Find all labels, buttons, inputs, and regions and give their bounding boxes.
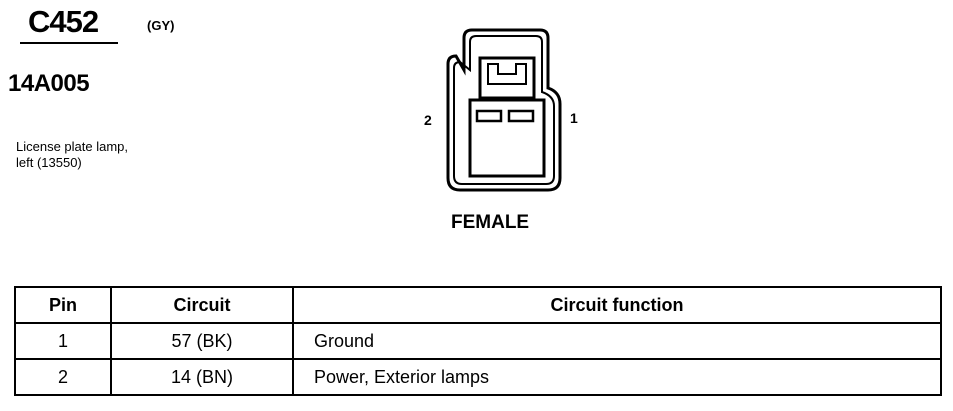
connector-description: License plate lamp, left (13550) [16, 139, 186, 171]
cell-circuit: 57 (BK) [110, 322, 294, 360]
connector-id-underline [20, 42, 118, 44]
latch-outline [478, 56, 536, 100]
housing-outline [446, 28, 562, 192]
gender-label: FEMALE [451, 212, 529, 233]
header-circuit: Circuit [110, 286, 294, 324]
cell-pin: 2 [14, 358, 112, 396]
description-line-1: License plate lamp, [16, 139, 129, 154]
description-line-2: left (13550) [16, 155, 82, 170]
table-row: 2 14 (BN) Power, Exterior lamps [14, 358, 942, 396]
terminal-body [468, 98, 546, 178]
cell-pin: 1 [14, 322, 112, 360]
connector-id: C452 [28, 4, 99, 39]
latch-tab [487, 63, 527, 85]
pin-2-cavity [475, 109, 503, 123]
connector-face-diagram: 2 1 FEMALE [420, 20, 590, 245]
cell-circuit-function: Power, Exterior lamps [292, 358, 942, 396]
housing-inner-outline [453, 35, 555, 185]
header-pin: Pin [14, 286, 112, 324]
cell-circuit-function: Ground [292, 322, 942, 360]
pin-2-label: 2 [424, 112, 432, 128]
header-circuit-function: Circuit function [292, 286, 942, 324]
pin-table-header-row: Pin Circuit Circuit function [14, 286, 942, 324]
cell-circuit: 14 (BN) [110, 358, 294, 396]
table-row: 1 57 (BK) Ground [14, 322, 942, 360]
pin-1-label: 1 [570, 110, 578, 126]
pin-1-cavity [507, 109, 535, 123]
pin-table: Pin Circuit Circuit function 1 57 (BK) G… [14, 286, 942, 396]
part-number: 14A005 [8, 70, 90, 97]
wire-color-code: (GY) [147, 18, 175, 33]
